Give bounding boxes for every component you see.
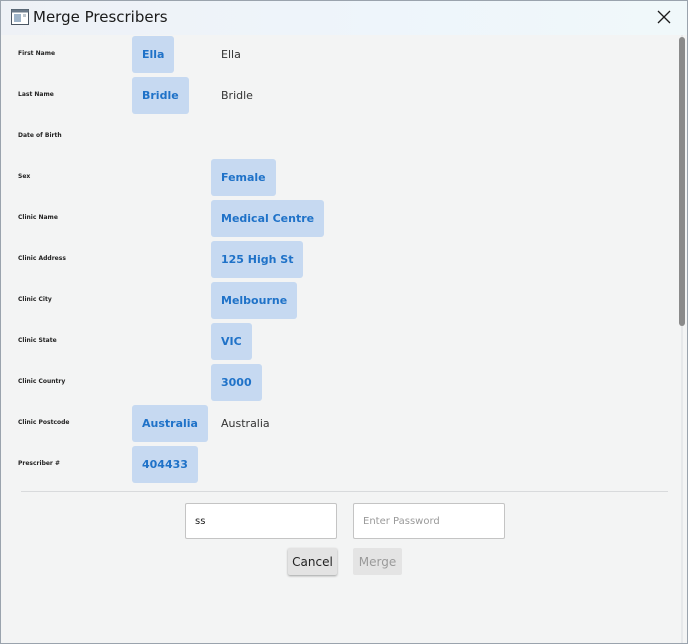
vertical-scrollbar[interactable]: [678, 35, 686, 643]
close-button[interactable]: [641, 1, 687, 35]
field-row-clinic-address: Clinic Address 125 High St: [1, 240, 661, 281]
alt-value-text: Bridle: [221, 89, 253, 102]
field-label: Clinic Postcode: [18, 419, 70, 426]
field-row-clinic-name: Clinic Name Medical Centre: [1, 199, 661, 240]
right-value-chip[interactable]: 3000: [211, 364, 262, 401]
field-row-first-name: First Name Ella Ella: [1, 35, 661, 76]
section-divider: [21, 491, 668, 492]
field-row-clinic-city: Clinic City Melbourne: [1, 281, 661, 322]
right-value-chip[interactable]: VIC: [211, 323, 252, 360]
right-value-chip[interactable]: 125 High St: [211, 241, 304, 278]
field-label: Clinic Name: [18, 214, 58, 221]
left-value-chip[interactable]: Bridle: [132, 77, 189, 114]
field-row-last-name: Last Name Bridle Bridle: [1, 76, 661, 117]
alt-value-text: Ella: [221, 48, 241, 61]
field-row-date-of-birth: Date of Birth: [1, 117, 661, 158]
field-label: Clinic Country: [18, 378, 66, 385]
field-label: Last Name: [18, 91, 54, 98]
left-value-chip[interactable]: Ella: [132, 36, 175, 73]
scrollbar-track: [681, 35, 683, 643]
window-app-icon: [11, 9, 29, 25]
field-label: First Name: [18, 50, 56, 57]
field-row-clinic-country: Clinic Country 3000: [1, 363, 661, 404]
right-value-chip[interactable]: Female: [211, 159, 276, 196]
close-icon: [657, 9, 671, 28]
field-row-clinic-postcode: Clinic Postcode Australia Australia: [1, 404, 661, 445]
field-row-prescriber-number: Prescriber # 404433: [1, 445, 661, 486]
scrollbar-thumb[interactable]: [679, 37, 685, 326]
field-label: Clinic State: [18, 337, 57, 344]
field-row-sex: Sex Female: [1, 158, 661, 199]
field-label: Date of Birth: [18, 132, 62, 139]
right-value-chip[interactable]: Melbourne: [211, 282, 298, 319]
right-value-chip[interactable]: Medical Centre: [211, 200, 325, 237]
field-label: Prescriber #: [18, 460, 61, 467]
window-title: Merge Prescribers: [33, 8, 168, 26]
title-bar[interactable]: Merge Prescribers: [1, 1, 687, 35]
password-input[interactable]: [353, 503, 505, 539]
alt-value-text: Australia: [221, 417, 270, 430]
field-label: Clinic City: [18, 296, 52, 303]
field-row-clinic-state: Clinic State VIC: [1, 322, 661, 363]
left-value-chip[interactable]: Australia: [132, 405, 208, 442]
cancel-button[interactable]: Cancel: [288, 548, 337, 575]
left-value-chip[interactable]: 404433: [132, 446, 198, 483]
field-label: Sex: [18, 173, 31, 180]
username-input[interactable]: [185, 503, 337, 539]
field-label: Clinic Address: [18, 255, 66, 262]
merge-button[interactable]: Merge: [353, 548, 402, 575]
